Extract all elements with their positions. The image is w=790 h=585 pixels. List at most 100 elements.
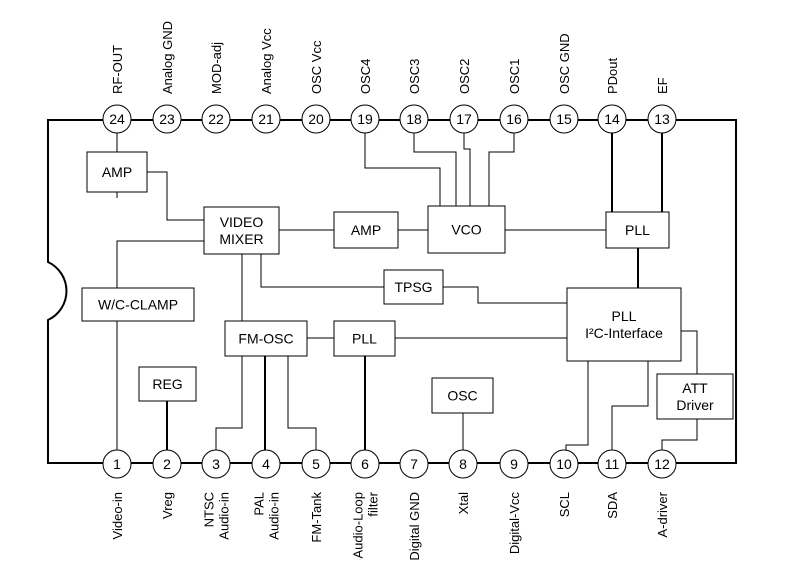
wire-pll-scl [565,361,589,452]
pin-number: 21 [258,111,274,127]
pin-number: 4 [262,456,270,472]
block-frame [81,287,195,322]
block-frame [566,287,682,362]
pin-circle [399,104,429,134]
pin-circle [448,449,478,479]
pin-6: 6 [350,449,380,479]
block-wc-clamp: W/C-CLAMP [81,287,195,322]
pin-number: 13 [654,111,670,127]
pin-number: 8 [459,456,467,472]
pin-circle [201,104,231,134]
block-label: I²C-Interface [585,325,663,341]
block-label: Driver [676,397,714,413]
pin-16: 16 [499,104,529,134]
pin-3: 3 [201,449,231,479]
pin-label: PAL [252,492,267,516]
pin-circle [399,449,429,479]
pin-circle [251,104,281,134]
block-osc: OSC [431,377,494,414]
pin-number: 22 [208,111,224,127]
pin-label: Audio-in [267,492,282,540]
pin-21: 21 [251,104,281,134]
block-vco: VCO [427,205,506,254]
pin-19: 19 [350,104,380,134]
pin-number: 15 [556,111,572,127]
pin-circle [647,104,677,134]
block-label: VCO [451,222,481,238]
wire-osc3 [413,133,457,206]
pin-1: 1 [102,449,132,479]
pin-circle [597,104,627,134]
pin-9: 9 [499,449,529,479]
pin-circle [152,449,182,479]
pin-circle [102,449,132,479]
pin-label: Vreg [160,492,175,519]
block-frame [138,366,197,402]
pin-8: 8 [448,449,478,479]
wire-pll-att [681,330,698,374]
wire-mixer-tpsg [260,254,384,288]
pin-label: SDA [605,492,620,519]
pin-number: 24 [109,111,125,127]
block-label: W/C-CLAMP [98,297,178,313]
pin-label: OSC2 [457,59,472,94]
pin-circle [301,449,331,479]
block-reg: REG [138,366,197,402]
pin-number: 19 [357,111,373,127]
pin-label: A-driver [655,491,670,537]
block-frame [333,320,396,357]
pin-label: PDout [605,57,620,94]
block-fm-osc: FM-OSC [224,320,308,357]
block-tpsg: TPSG [383,269,444,305]
pin-label: MOD-adj [209,42,224,94]
block-frame [605,211,670,249]
pin-circle [102,104,132,134]
block-label: VIDEO [220,214,264,230]
pin-label: Xtal [456,492,471,515]
pin-number: 12 [654,456,670,472]
wire-osc4 [364,133,441,206]
pin-number: 5 [312,456,320,472]
pin-number: 11 [605,456,620,472]
block-frame [224,320,308,357]
pin-label: Analog Vcc [259,28,274,94]
pin-number: 20 [308,111,324,127]
block-label: REG [152,376,182,392]
pin-label: RF-OUT [110,45,125,94]
pin-circle [449,104,479,134]
pin-circle [499,449,529,479]
pin-number: 10 [556,456,572,472]
pin-circle [647,449,677,479]
pin-number: 17 [456,111,472,127]
pin-4: 4 [251,449,281,479]
pin-label: Audio-in [217,492,232,540]
block-frame [383,269,444,305]
pin-20: 20 [301,104,331,134]
block-frame [333,211,399,249]
block-label: ATT [682,380,708,396]
block-frame [203,206,280,255]
pin-7: 7 [399,449,429,479]
pin-circle [597,449,627,479]
pin-label: OSC3 [407,59,422,94]
pin-circle [251,449,281,479]
block-label: PLL [352,331,377,347]
pin-circle [350,104,380,134]
pin-label: Video-in [110,492,125,539]
pin-2: 2 [152,449,182,479]
pin-label: OSC1 [507,59,522,94]
wire-mixer-clamp [116,240,204,288]
pin-label: SCL [557,492,572,517]
wire-amp-mixer [116,171,204,221]
pin-13: 13 [647,104,677,134]
pin-17: 17 [449,104,479,134]
wire-fmosc-pin3 [215,356,243,452]
pin-circle [549,449,579,479]
block-frame [656,373,734,420]
block-frame [431,377,494,414]
